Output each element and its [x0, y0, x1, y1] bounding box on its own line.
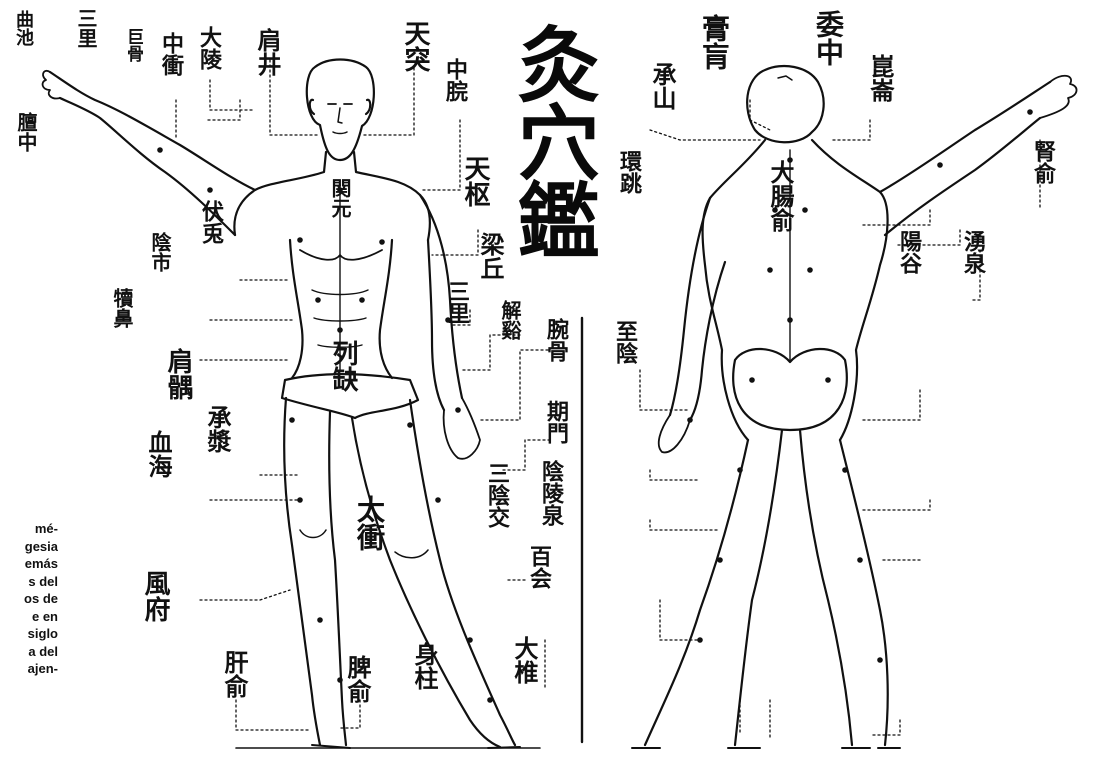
acupoint-label: 委中 [812, 10, 845, 66]
acupoint-label: 関元 [328, 178, 352, 218]
acupoint-label: 太衝 [353, 495, 386, 551]
front-loincloth [280, 372, 420, 420]
acupoint-label: 肩井 [253, 28, 282, 76]
acupoint-label: 伏兎 [198, 200, 224, 244]
acupoint-label: 天枢 [460, 155, 490, 207]
back-figure [631, 64, 1078, 749]
back-torso [701, 138, 889, 442]
acupoint-label: 梁丘 [476, 232, 505, 280]
back-raised-arm [878, 80, 1052, 237]
front-raised-arm [48, 70, 257, 237]
front-head [305, 58, 375, 162]
acupoint-label: 曲池 [13, 10, 34, 46]
caption-line: a del [28, 643, 58, 659]
acupoint-label: 血海 [144, 430, 173, 478]
acupoint-label: 大腸俞 [766, 160, 795, 232]
acupoint-label: 湧泉 [960, 230, 986, 274]
leader-lines [175, 59, 1041, 741]
acupoint-label: 列缺 [328, 340, 358, 392]
acupoint-label: 解谿 [498, 300, 522, 340]
acupoint-label: 大陵 [196, 26, 222, 70]
acupoint-label: 三里 [444, 280, 470, 324]
back-acupoints [687, 109, 1033, 663]
acupoint-label: 中衝 [158, 32, 184, 76]
front-acupoints [157, 147, 493, 703]
caption-line: siglo [27, 626, 58, 641]
acupoint-label: 肩髃 [163, 348, 193, 400]
back-lowered-arm [668, 196, 727, 422]
acupoint-label: 犢鼻 [110, 288, 134, 328]
acupoint-label: 承漿 [203, 405, 232, 453]
caption-line: e en [31, 608, 58, 624]
acupoint-label: 承山 [648, 62, 677, 110]
front-legs [283, 396, 517, 749]
caption-line: ajen- [27, 661, 58, 676]
caption-line: s del [28, 573, 58, 589]
acupoint-label: 大椎 [510, 636, 539, 684]
acupoint-label: 腎俞 [1030, 140, 1056, 184]
acupoint-label: 膻中 [14, 112, 38, 152]
acupoint-label: 崑崙 [866, 54, 895, 102]
page-title: 灸穴鑑 [503, 22, 600, 256]
front-figure [41, 58, 521, 749]
acupoint-label: 天突 [400, 20, 430, 72]
back-head [746, 64, 825, 144]
acupoint-label: 肝俞 [220, 650, 249, 698]
acupoint-label: 三陰交 [484, 462, 510, 528]
acupoint-label: 期門 [543, 400, 569, 444]
acupoint-label: 陽谷 [896, 230, 922, 274]
acupoint-label: 脾俞 [343, 655, 372, 703]
caption-line: mé- [34, 521, 58, 536]
acupoint-label: 百会 [526, 545, 552, 589]
acupoint-label: 至陰 [612, 320, 638, 364]
front-lowered-arm [418, 193, 464, 412]
acupoint-label: 中脘 [442, 58, 468, 102]
acupoint-label: 膏肓 [698, 14, 731, 70]
back-legs [643, 428, 889, 747]
acupoint-label: 巨骨 [123, 28, 143, 62]
caption-line: gesia [24, 538, 58, 554]
caption-line: os de [24, 591, 58, 606]
acupoint-label: 腕骨 [543, 318, 569, 362]
acupoint-label: 環跳 [616, 150, 642, 194]
acupoint-label: 陰市 [148, 232, 172, 272]
acupoint-label: 三里 [74, 8, 98, 48]
acupoint-label: 身柱 [410, 642, 439, 690]
acupoint-label: 陰陵泉 [538, 460, 564, 526]
acupoint-label: 風府 [140, 570, 170, 622]
caption-line: emás [24, 556, 58, 571]
